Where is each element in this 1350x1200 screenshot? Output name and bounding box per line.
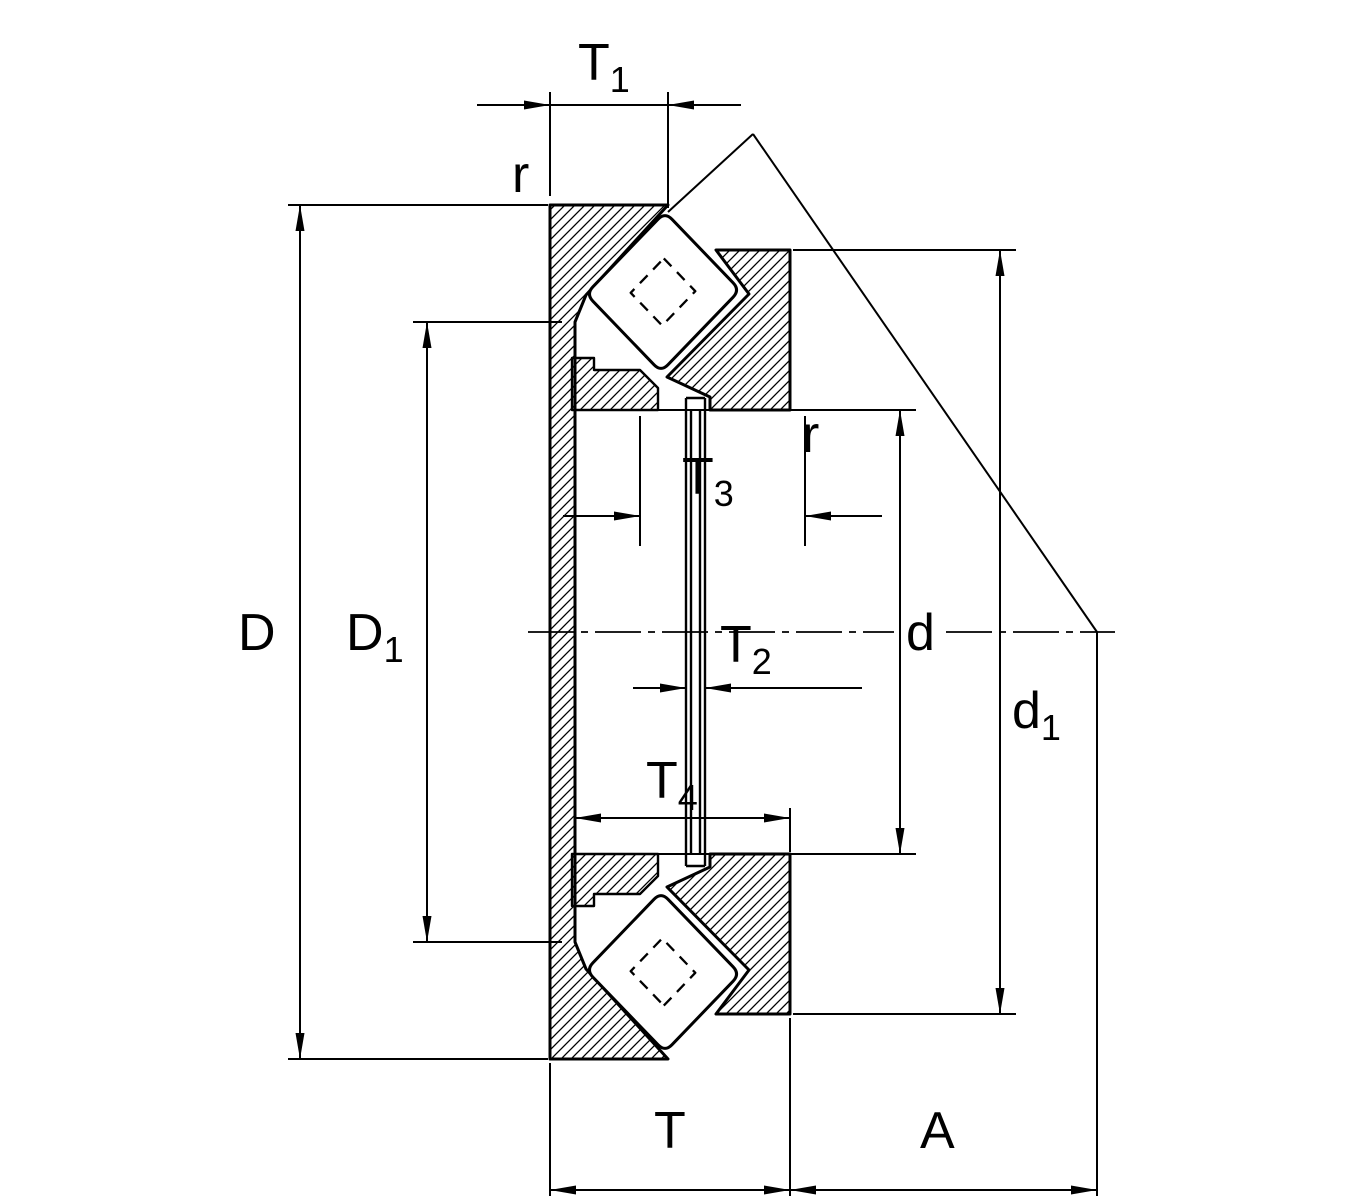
dim-D	[288, 204, 548, 1060]
cage-upper-section	[570, 356, 660, 412]
dim-T1	[477, 92, 741, 208]
label-T3: T3	[682, 448, 734, 514]
shaft-washer-lower-section	[665, 852, 792, 1016]
cage-lower-section	[570, 852, 660, 908]
bearing-section	[528, 133, 1115, 1061]
label-D: D	[238, 604, 276, 662]
dim-A	[790, 632, 1098, 1196]
shaft-washer-upper-section	[665, 248, 792, 412]
dim-T4	[575, 808, 791, 852]
label-T1: T1	[578, 34, 630, 100]
lower-roller-dashed-core	[629, 937, 697, 1007]
dim-T	[549, 1018, 791, 1196]
sphere-center-line	[752, 133, 1098, 633]
dim-T3	[563, 416, 882, 546]
label-T4: T4	[646, 752, 698, 818]
dim-d1	[793, 249, 1016, 1015]
dim-D1	[413, 321, 562, 943]
label-T: T	[654, 1102, 686, 1160]
sphere-leader-line	[667, 133, 754, 213]
label-T2: T2	[720, 616, 772, 682]
upper-roller	[587, 214, 739, 370]
label-d1: d1	[1012, 682, 1061, 748]
label-r-top: r	[512, 146, 529, 204]
label-d: d	[906, 604, 935, 662]
lower-roller	[587, 894, 739, 1050]
label-r-mid: r	[802, 406, 819, 464]
upper-roller-dashed-core	[629, 257, 697, 327]
label-A: A	[920, 1102, 955, 1160]
label-D1: D1	[346, 604, 404, 670]
